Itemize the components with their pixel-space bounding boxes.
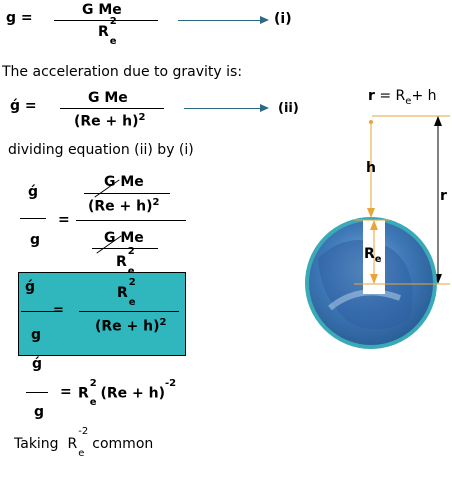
eq2-arrow-line xyxy=(184,108,262,109)
eq2-label: (ii) xyxy=(278,101,299,116)
eq1-arrow-head xyxy=(260,16,269,24)
eq1-fraction-bar xyxy=(54,20,158,21)
point-marker xyxy=(369,120,373,124)
label-r: r xyxy=(440,188,447,204)
sentence-acceleration: The acceleration due to gravity is: xyxy=(2,64,243,80)
label-h: h xyxy=(366,160,376,176)
formula-r-equals: r = Re+ h xyxy=(368,88,437,107)
eq4-g: g xyxy=(31,327,42,343)
eq3-equals: = xyxy=(58,212,70,228)
eq2-fraction-bar xyxy=(60,108,164,109)
eq3-top-bar xyxy=(84,193,170,194)
eq4-fraction-bar xyxy=(79,311,179,312)
eq5-g: g xyxy=(34,404,45,420)
eq5-g-prime: ǵ xyxy=(32,356,43,372)
eq5-left-bar xyxy=(26,392,48,393)
eq4-equals: = xyxy=(53,303,64,318)
eq4-g-prime: ǵ xyxy=(25,279,36,295)
eq1-label: (i) xyxy=(274,11,292,27)
eq3-g-prime: ǵ xyxy=(28,184,39,200)
eq1-arrow-line xyxy=(178,20,262,21)
sentence-dividing: dividing equation (ii) by (i) xyxy=(8,142,194,158)
eq2-denominator: (Re + h)2 xyxy=(74,112,146,130)
eq2-lhs: ǵ = xyxy=(10,98,37,114)
re-arrow-up-head xyxy=(370,220,378,230)
eq3-top-denominator: (Re + h)2 xyxy=(88,197,160,215)
earth-texture-light xyxy=(328,289,402,311)
eq4-left-bar xyxy=(21,311,55,312)
re-arrow-down-head xyxy=(370,274,378,284)
eq2-arrow-head xyxy=(260,104,269,112)
r-arrow-up-head xyxy=(434,116,442,126)
eq3-left-bar xyxy=(20,218,46,219)
eq5-equals: = xyxy=(60,384,72,400)
label-re: Re xyxy=(364,246,382,265)
eq4-denominator: (Re + h)2 xyxy=(95,317,167,335)
eq1-lhs: g = xyxy=(6,10,33,26)
eq3-bottom-numerator: G Me xyxy=(104,230,144,246)
eq3-top-numerator: G Me xyxy=(104,174,144,190)
h-arrow-head xyxy=(367,208,375,218)
eq3-g: g xyxy=(30,232,41,248)
eq2-numerator: G Me xyxy=(88,90,128,106)
eq3-bottom-denominator: R2e xyxy=(116,246,135,277)
earth-diagram xyxy=(305,115,450,349)
eq1-numerator: G Me xyxy=(82,2,122,18)
eq3-main-bar xyxy=(76,220,186,221)
eq3-bottom-bar xyxy=(92,248,158,249)
